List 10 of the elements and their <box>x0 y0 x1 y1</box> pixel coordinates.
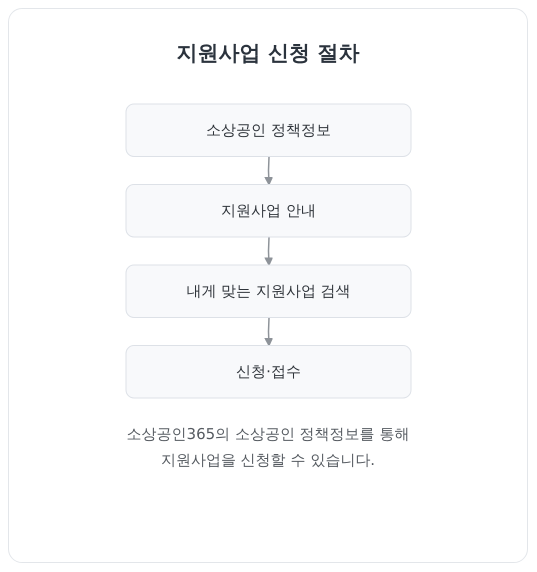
diagram-title: 지원사업 신청 절차 <box>176 40 360 67</box>
node-box <box>125 104 411 157</box>
node-box <box>125 264 411 318</box>
arrow <box>264 237 273 266</box>
card-panel: 지원사업 신청 절차 소상공인 정책정보 지원사업 안내 내게 맞는 지원사업 검색 신청·접수 소상공인365의 소상공인 정책정보를 통해 지원사업을 신청할 수 있습니다. <box>8 8 528 563</box>
arrow <box>264 156 273 186</box>
arrow <box>264 318 273 346</box>
caption-text: 소상공인365의 소상공인 정책정보를 통해 지원사업을 신청할 수 있습니다. <box>126 424 410 471</box>
node-box <box>125 184 411 238</box>
node-box <box>125 345 411 398</box>
